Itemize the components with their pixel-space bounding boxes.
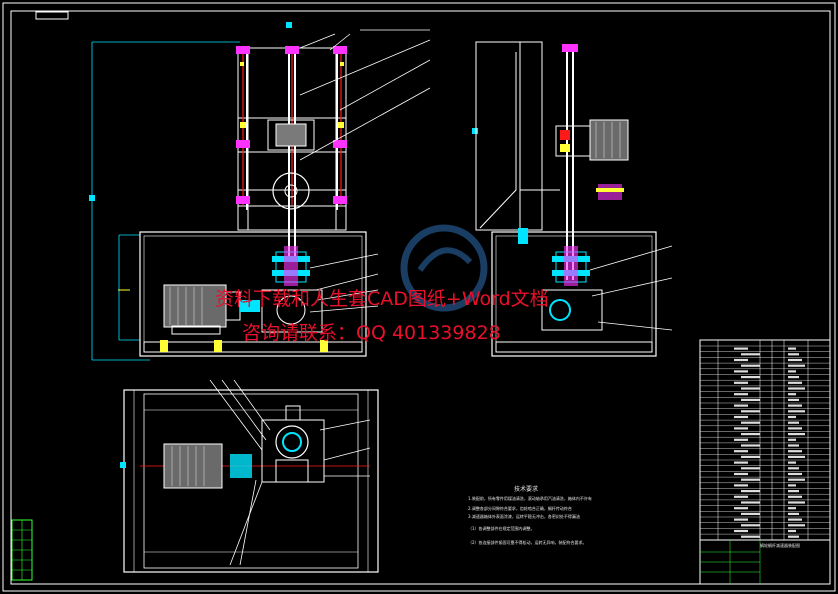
- title-block-entry-mark: [788, 376, 799, 379]
- title-block-entry-mark: [788, 444, 799, 447]
- title-block-entry-mark: [734, 518, 748, 521]
- left-revision-strip: [11, 519, 33, 581]
- title-block-entry-mark: [734, 393, 748, 396]
- title-block-entry-mark: [741, 376, 760, 379]
- title-block-entry-mark: [788, 461, 796, 464]
- title-block-entry-mark: [788, 490, 799, 493]
- title-block-entry-mark: [788, 455, 805, 458]
- title-block-entry-mark: [741, 387, 760, 390]
- title-block-entry-mark: [734, 358, 748, 362]
- title-block-entry-mark: [734, 495, 748, 498]
- title-block-entry-mark: [788, 393, 796, 396]
- title-block: [699, 339, 831, 585]
- title-block-entry-mark: [741, 535, 760, 538]
- title-block-entry-mark: [741, 433, 760, 436]
- title-block-entry-mark: [788, 347, 796, 350]
- tech-note-line: 3.减速器箱体外表面涂漆，运转平稳无冲击，各密封处不得漏油: [468, 514, 580, 519]
- title-block-entry-mark: [788, 501, 805, 504]
- title-block-entry-mark: [788, 358, 802, 362]
- title-block-entry-mark: [788, 433, 805, 436]
- title-block-entry-mark: [734, 450, 748, 453]
- title-block-entry-mark: [788, 524, 805, 527]
- title-block-entry-mark: [741, 398, 760, 401]
- title-block-entry-mark: [741, 410, 760, 413]
- title-block-entry-mark: [788, 495, 802, 498]
- title-block-entry-mark: [734, 484, 748, 487]
- title-block-entry-mark: [741, 524, 760, 527]
- watermark-logo: [400, 224, 488, 312]
- title-block-entry-mark: [734, 370, 748, 373]
- title-block-entry-mark: [788, 404, 802, 407]
- front-view: [89, 22, 431, 361]
- title-block-entry-mark: [788, 415, 796, 419]
- title-block-entry-mark: [788, 450, 802, 453]
- watermark-text-line1: 资料下载和人生套CAD图纸+Word文档: [215, 288, 549, 310]
- title-block-entry-mark: [741, 444, 760, 447]
- title-block-entry-mark: [734, 461, 748, 464]
- title-block-entry-mark: [734, 381, 748, 384]
- title-block-entry-mark: [788, 529, 796, 533]
- title-block-entry-mark: [741, 512, 760, 515]
- title-block-entry-mark: [788, 410, 805, 413]
- tech-note-line: （1）各调整部件在规定范围内调整。: [468, 526, 535, 531]
- title-block-entry-mark: [741, 353, 760, 356]
- title-block-entry-mark: [788, 387, 805, 390]
- top-view: [120, 379, 379, 573]
- watermark-text-line2: 咨询请联系：QQ 401339828: [242, 322, 501, 344]
- title-block-entry-mark: [788, 427, 802, 430]
- title-block-entry-mark: [734, 415, 748, 419]
- title-block-entry-mark: [741, 467, 760, 470]
- title-block-entry-mark: [788, 518, 802, 521]
- title-block-entry-mark: [734, 404, 748, 407]
- drawing-name: 蜗轮蜗杆减速器装配图: [760, 543, 800, 548]
- title-block-entry-mark: [741, 490, 760, 493]
- title-block-entry-mark: [734, 427, 748, 430]
- title-block-entry-mark: [741, 421, 760, 424]
- side-view: [472, 41, 673, 357]
- title-block-entry-mark: [788, 467, 799, 470]
- title-block-entry-mark: [741, 478, 760, 481]
- tech-notes-title: 技术要求: [514, 486, 539, 493]
- title-block-entry-mark: [734, 438, 748, 441]
- title-block-entry-mark: [788, 484, 796, 487]
- title-block-entry-mark: [788, 512, 799, 515]
- title-block-entry-mark: [788, 353, 799, 356]
- title-block-entry-mark: [788, 507, 796, 510]
- title-block-entry-mark: [788, 370, 796, 373]
- title-block-entry-mark: [788, 438, 796, 441]
- title-block-entry-mark: [788, 478, 805, 481]
- tech-note-line: 2.调整各部分间隙符合要求，齿轮啮合正确，蜗杆传动符合: [468, 506, 572, 511]
- title-block-entry-mark: [788, 364, 805, 367]
- title-block-entry-mark: [788, 381, 802, 384]
- title-block-entry-mark: [741, 455, 760, 458]
- title-block-entry-mark: [734, 507, 748, 510]
- title-block-entry-mark: [788, 421, 799, 424]
- title-block-entry-mark: [788, 398, 799, 401]
- title-block-entry-mark: [788, 535, 799, 538]
- title-block-entry-mark: [734, 472, 748, 476]
- title-block-entry-mark: [788, 472, 802, 476]
- title-block-entry-mark: [734, 529, 748, 533]
- tech-note-line: （2）各连接部件紧固可靠不得松动，运转无异响，装配符合要求。: [468, 540, 587, 545]
- title-block-entry-mark: [734, 347, 748, 350]
- title-block-entry-mark: [741, 364, 760, 367]
- title-block-entry-mark: [741, 501, 760, 504]
- tech-note-line: 1.装配前，所有零件用煤油清洗，滚动轴承用汽油清洗，箱体内不许有: [468, 496, 592, 501]
